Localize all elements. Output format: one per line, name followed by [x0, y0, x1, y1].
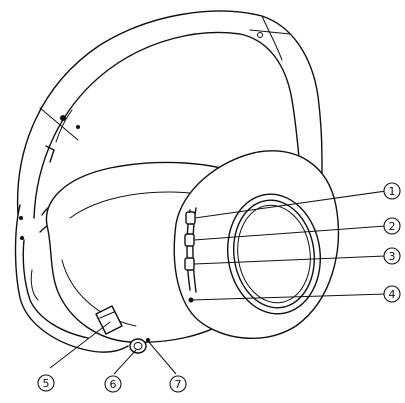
callout-2: 2 — [383, 217, 401, 235]
button-2 — [184, 233, 195, 247]
button-1 — [185, 211, 196, 225]
mic-hole — [146, 338, 150, 342]
jack-port — [129, 338, 147, 354]
leader-7 — [147, 340, 177, 375]
callout-5: 5 — [37, 374, 55, 392]
callout-5-label: 5 — [43, 377, 50, 390]
leader-4 — [191, 293, 387, 301]
callout-6: 6 — [104, 375, 122, 393]
indicator-4 — [188, 297, 194, 303]
leader-5 — [49, 321, 111, 369]
callout-7-label: 7 — [175, 378, 182, 391]
left-cup-outline — [14, 204, 129, 353]
callout-3: 3 — [383, 247, 401, 265]
leader-6 — [113, 349, 137, 375]
headband-inner — [33, 31, 301, 219]
leader-3 — [193, 255, 387, 265]
callout-1: 1 — [383, 182, 401, 200]
cup-face-center — [237, 204, 311, 304]
callout-4: 4 — [383, 285, 401, 303]
callout-4-label: 4 — [389, 288, 396, 301]
cup-face-inner-ring — [232, 199, 316, 309]
callout-7: 7 — [169, 375, 187, 393]
button-3 — [184, 257, 195, 271]
headband-dot — [60, 115, 66, 121]
callout-2-label: 2 — [389, 220, 396, 233]
callout-1-label: 1 — [389, 185, 396, 198]
leader-2 — [193, 225, 387, 241]
callout-6-label: 6 — [110, 378, 117, 391]
leader-1 — [194, 190, 387, 219]
cup-face-outer-ring — [226, 193, 322, 315]
callout-3-label: 3 — [389, 250, 396, 263]
headband-seam — [55, 109, 73, 143]
